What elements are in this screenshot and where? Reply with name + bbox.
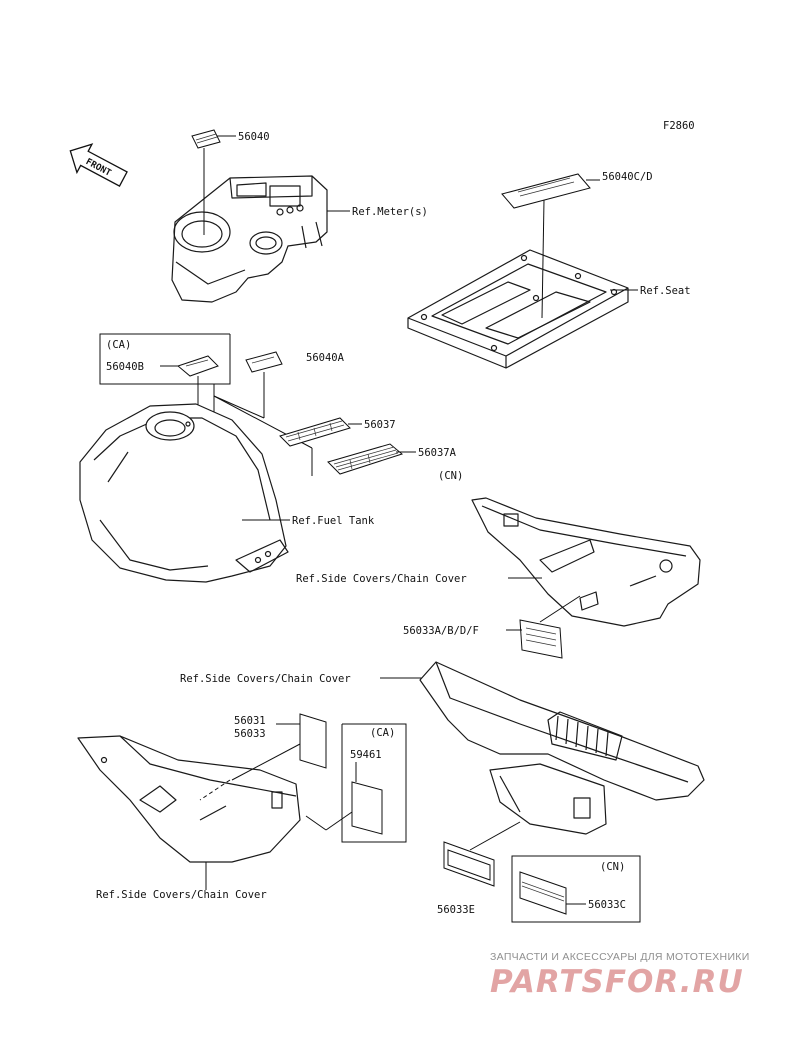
seat-base bbox=[407, 249, 629, 369]
sticker-56033ABDF bbox=[519, 619, 563, 659]
left-side-cover bbox=[77, 735, 301, 863]
sticker-59461 bbox=[351, 781, 383, 835]
ref-side-covers-2: Ref.Side Covers/Chain Cover bbox=[180, 673, 351, 685]
sticker-56040 bbox=[191, 129, 221, 149]
part-56040A: 56040A bbox=[306, 352, 345, 364]
sticker-56040A bbox=[245, 351, 283, 373]
figure-code: F2860 bbox=[663, 120, 695, 132]
part-56031: 56031 bbox=[234, 715, 266, 727]
chain-cover bbox=[419, 661, 705, 835]
part-56037: 56037 bbox=[364, 419, 396, 431]
watermark-brand: PARTSFOR.RU bbox=[490, 964, 744, 1000]
sticker-56040C-D bbox=[501, 173, 591, 209]
ref-side-covers-1: Ref.Side Covers/Chain Cover bbox=[296, 573, 467, 585]
meter-assembly bbox=[171, 175, 328, 303]
part-56033ABDF: 56033A/B/D/F bbox=[403, 625, 479, 637]
part-56033C: 56033C bbox=[588, 899, 626, 911]
watermark-tagline: ЗАПЧАСТИ И АКСЕССУАРЫ ДЛЯ МОТОТЕХНИКИ bbox=[490, 951, 750, 963]
part-56040B: 56040B bbox=[106, 361, 144, 373]
part-56033: 56033 bbox=[234, 728, 266, 740]
cn-tag-1: (CN) bbox=[438, 470, 463, 482]
fuel-tank bbox=[79, 403, 289, 583]
cn-box-2 bbox=[511, 855, 641, 923]
part-56033E: 56033E bbox=[437, 904, 475, 916]
ca-tag-1: (CA) bbox=[106, 339, 131, 351]
sticker-56040B bbox=[176, 355, 219, 377]
sticker-56037A bbox=[327, 443, 404, 475]
ref-seat: Ref.Seat bbox=[640, 285, 691, 297]
front-arrow-icon: FRONT bbox=[69, 143, 128, 187]
ref-meter: Ref.Meter(s) bbox=[352, 206, 428, 218]
ca-box-1 bbox=[99, 333, 231, 385]
sticker-56037 bbox=[279, 417, 351, 447]
right-side-cover bbox=[471, 497, 701, 627]
ca-box-2 bbox=[341, 723, 407, 843]
part-56037A: 56037A bbox=[418, 447, 457, 459]
part-56040: 56040 bbox=[238, 131, 270, 143]
sticker-56031-56033 bbox=[299, 713, 327, 769]
ref-side-covers-3: Ref.Side Covers/Chain Cover bbox=[96, 889, 267, 901]
ca-tag-2: (CA) bbox=[370, 727, 395, 739]
part-56040C-D: 56040C/D bbox=[602, 171, 653, 183]
sticker-56033C bbox=[519, 871, 567, 915]
cn-tag-2: (CN) bbox=[600, 861, 625, 873]
ref-fuel-tank: Ref.Fuel Tank bbox=[292, 515, 375, 527]
part-59461: 59461 bbox=[350, 749, 382, 761]
